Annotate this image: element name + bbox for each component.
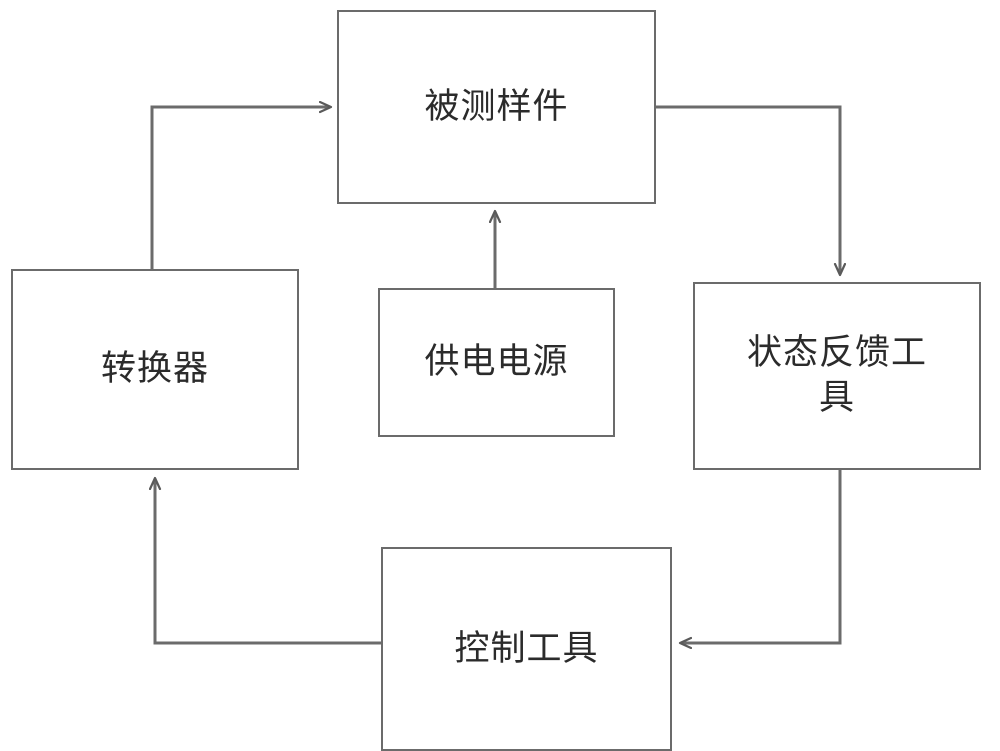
node-status-feedback-tool[interactable]: 状态反馈工 具 — [693, 282, 981, 470]
node-power-supply-label: 供电电源 — [424, 342, 569, 383]
node-control-tool[interactable]: 控制工具 — [381, 547, 672, 751]
connector-control-tool-to-converter — [155, 479, 381, 645]
node-status-feedback-tool-label: 状态反馈工 具 — [746, 333, 927, 418]
node-control-tool-label: 控制工具 — [454, 628, 599, 669]
node-converter-label: 转换器 — [100, 349, 209, 390]
node-dut[interactable]: 被测样件 — [337, 10, 656, 204]
node-converter[interactable]: 转换器 — [11, 269, 299, 470]
connector-status-feedback-tool-to-control-tool — [681, 470, 842, 643]
connector-converter-to-dut — [150, 107, 330, 269]
node-power-supply[interactable]: 供电电源 — [378, 288, 615, 437]
node-dut-label: 被测样件 — [424, 86, 569, 127]
connector-dut-to-status-feedback-tool — [656, 105, 840, 274]
